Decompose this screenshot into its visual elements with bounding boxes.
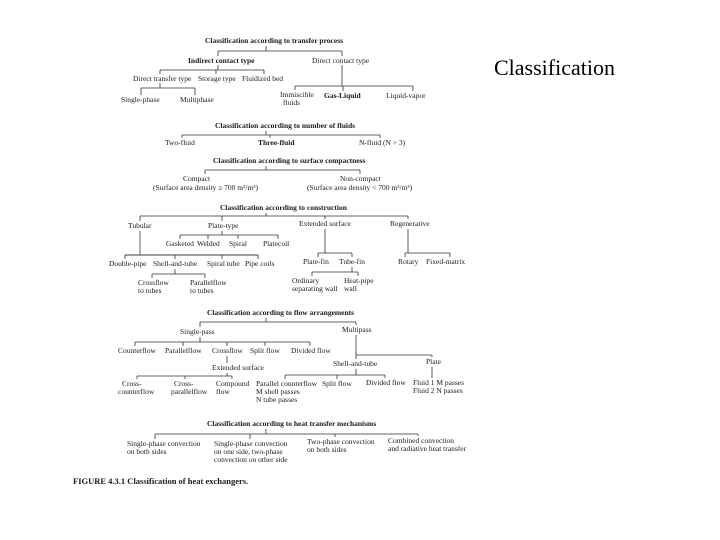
diagram-node: Shell-and-tube [333,359,378,368]
diagram-node: Double-pipe [109,259,147,268]
diagram-node: to tubes [138,286,162,295]
diagram-node: and radiative heat transfer [388,444,467,453]
diagram-node: Indirect contact type [188,56,255,65]
diagram-node: flow [216,387,230,396]
diagram-node: Combined convection [388,436,455,445]
diagram-node: Multiphase [180,95,214,104]
diagram-node: on both sides [127,447,167,456]
diagram-node: Single-phase [121,95,160,104]
diagram-node: counterflow [118,387,155,396]
diagram-node: Two-phase convection [307,437,375,446]
diagram-node: Two-fluid [165,138,195,147]
diagram-node: Heat-pipe [344,276,374,285]
diagram-node: Gasketed [166,239,194,248]
diagram-node: Tube-fin [339,257,365,266]
figure-caption: FIGURE 4.3.1 Classification of heat exch… [73,476,249,486]
diagram-node: Three-fluid [258,138,295,147]
diagram-node: Single-phase convection [214,439,288,448]
diagram-node: Fixed-matrix [426,257,466,266]
diagram-node: Cross- [122,379,142,388]
diagram-node: Non-compact [340,174,381,183]
diagram-node: Direct transfer type [133,74,192,83]
diagram-node: Classification according to transfer pro… [205,36,344,45]
diagram-node: Counterflow [118,346,156,355]
diagram-node: Classification according to surface comp… [213,156,366,165]
diagram-node: (Surface area density < 700 m²/m³) [307,183,413,192]
diagram-node: Parallelflow [165,346,202,355]
diagram-node: on both sides [307,445,347,454]
diagram-node: Spiral tube [207,259,240,268]
diagram-node: Gas-Liquid [324,91,361,100]
diagram-node: Crossflow [138,278,169,287]
diagram-node: Classification according to number of fl… [215,121,356,130]
diagram-node: Compact [183,174,211,183]
diagram-node: Single-pass [180,327,215,336]
diagram-node: M shell passes [256,387,300,396]
diagram-node: Divided flow [291,346,331,355]
diagram-node: Spiral [229,239,247,248]
diagram-node: Shell-and-tube [153,259,198,268]
diagram-node: Plate-type [208,221,239,230]
diagram-node: Storage type [198,74,236,83]
slide-title: Classification [494,55,615,80]
diagram-node: Regenerative [390,219,430,228]
diagram-node: (Surface area density ≥ 700 m²/m³) [153,183,259,192]
diagram-node: Multipass [342,325,372,334]
diagram-node: Crossflow [212,346,243,355]
diagram-node: Immiscible [280,90,314,99]
diagram-node: Rotary [398,257,419,266]
diagram-node: Plate [426,357,441,366]
diagram-node: Split flow [250,346,280,355]
diagram-node: to tubes [190,286,214,295]
diagram-node: Platecoil [263,239,290,248]
diagram-node: Extended surface [299,219,351,228]
diagram-node: Classification according to heat transfe… [207,419,377,428]
diagram-node: separating wall [292,284,338,293]
diagram-node: Parallelflow [190,278,227,287]
diagram-node: Ordinary [292,276,320,285]
diagram-node: Parallel counterflow [256,379,318,388]
diagram-node: wall [344,284,357,293]
diagram-node: Classification according to construction [220,203,347,212]
diagram-node: Split flow [322,379,352,388]
diagram-node: Pipe coils [245,259,275,268]
diagram-node: Extended surface [212,363,264,372]
diagram-node: Direct contact type [312,56,370,65]
diagram-node: Fluid 1 M passes [413,378,465,387]
diagram-node: Single-phase convection [127,439,201,448]
diagram-node: Plate-fin [303,257,329,266]
diagram-node: Cross- [174,379,194,388]
diagram-node: Divided flow [366,378,406,387]
diagram-node: Classification according to flow arrange… [207,308,355,317]
diagram-node: fluids [283,98,301,107]
diagram-node: Fluidized bed [242,74,284,83]
diagram-node: Fluid 2 N passes [413,386,463,395]
diagram-node: convection on other side [214,455,288,464]
diagram-node: N tube passes [256,395,298,404]
diagram-node: on one side, two-phase [214,447,283,456]
diagram-node: parallelflow [171,387,208,396]
diagram-node: Tubular [128,221,152,230]
diagram-node: Welded [197,239,220,248]
diagram-node: N-fluid (N > 3) [359,138,406,147]
diagram-node: Liquid-vapor [386,91,426,100]
diagram-node: Compound [216,379,250,388]
